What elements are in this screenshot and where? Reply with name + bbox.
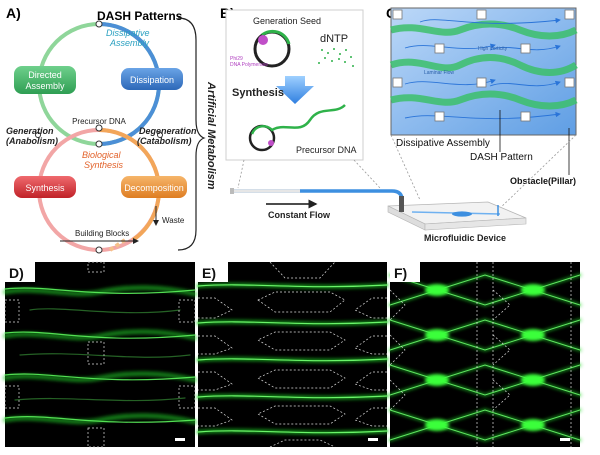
tube-end (230, 188, 234, 194)
dash-patterns-title: DASH Patterns (97, 9, 183, 23)
cycle-node (35, 132, 41, 138)
tube-blue (230, 189, 404, 210)
precursor-dna-label: Precursor DNA (72, 117, 126, 126)
device-inlet (399, 196, 404, 212)
dissipative-assembly-l2: Assembly (109, 38, 150, 48)
e-filaments (195, 282, 390, 435)
inset-guide-lines (237, 159, 381, 189)
panel-b: B) Generation Seed Phi29 DNA Polymerase … (220, 5, 404, 220)
biological-synthesis-l1: Biological (82, 150, 122, 160)
generation-l1: Generation (6, 126, 54, 136)
seed-strand (261, 29, 291, 45)
cycle-node (95, 20, 103, 28)
panel-c: C) High Vorticity Laminar Flow Dissipati… (386, 5, 578, 243)
e-pillar-outlines (198, 261, 387, 448)
waste-label: Waste (162, 216, 185, 225)
micrograph-f (390, 262, 580, 447)
cycle-node (95, 246, 103, 254)
degeneration-l1: Degeneration (139, 126, 197, 136)
directed-assembly-box (14, 66, 76, 94)
d-pillar-outlines (4, 261, 196, 448)
d-filaments (2, 285, 198, 425)
artificial-metabolism-brace (177, 17, 206, 251)
orange-dashed-tail (108, 238, 127, 252)
product-polymerase (268, 140, 274, 146)
generation-l2: (Anabolism) (6, 136, 58, 146)
dntp-dots (318, 48, 354, 67)
generation-seed-label: Generation Seed (253, 16, 321, 26)
cycle-node (95, 140, 103, 148)
dash-pattern-label: DASH Pattern (470, 152, 533, 163)
panel-a: A) DASH Patterns Dissipative Assembly Di… (6, 5, 217, 254)
f-filaments (388, 273, 582, 442)
d-scale-bar (175, 438, 185, 441)
decomposition-label: Decomposition (124, 183, 184, 193)
panel-d-label: D) (9, 265, 24, 281)
e-label-bg (198, 262, 228, 282)
building-blocks-label: Building Blocks (75, 229, 129, 238)
dissipative-assembly-label-c: Dissipative Assembly (396, 138, 490, 149)
pillars (392, 9, 575, 122)
degeneration-l2: (Catabolism) (137, 136, 192, 146)
directed-assembly-l2: Assembly (25, 81, 65, 91)
synthesis-label: Synthesis (25, 183, 65, 193)
laminar-flow-label: Laminar Flow (424, 70, 454, 76)
panel-e-label: E) (202, 265, 216, 281)
panel-f: F) (388, 262, 582, 447)
high-vorticity-label: High Vorticity (478, 46, 508, 52)
f-scale-bar (560, 438, 570, 441)
synthesis-label-b: Synthesis (232, 87, 284, 99)
f-pillar-outlines (389, 262, 572, 447)
cycle-node (95, 124, 103, 132)
dissipation-box (121, 68, 183, 90)
device-front (424, 217, 527, 231)
dissipative-assembly-l1: Dissipative (106, 28, 150, 38)
phi29-label: Phi29 (230, 56, 243, 62)
d-label-bg (5, 262, 35, 282)
panel-e: E) (195, 261, 390, 448)
cycle-node (157, 132, 163, 138)
microfluidic-device-label: Microfluidic Device (424, 233, 506, 243)
device-chamber (452, 211, 472, 217)
panel-f-label: F) (394, 265, 407, 281)
synthesis-box (14, 176, 76, 198)
constant-flow-label: Constant Flow (268, 210, 331, 220)
panel-d: D) (2, 261, 198, 448)
e-scale-bar (368, 438, 378, 441)
f-label-bg (390, 262, 420, 282)
f-junctions (425, 284, 545, 431)
directed-assembly-l1: Directed (28, 70, 62, 80)
dissipation-label: Dissipation (130, 75, 174, 85)
synthesis-arrow (276, 76, 314, 104)
dash-strands (389, 20, 578, 110)
artificial-metabolism-label: Artificial Metabolism (205, 81, 217, 190)
panel-a-label: A) (6, 5, 21, 21)
dna-polymerase-label: DNA Polymerase (230, 62, 268, 68)
micrograph-e (198, 262, 387, 447)
decomposition-box (121, 176, 187, 198)
biological-synthesis-l2: Synthesis (84, 160, 124, 170)
dntp-label: dNTP (320, 33, 348, 45)
flow-lines (404, 17, 561, 120)
polymerase-blob (258, 35, 268, 45)
obstacle-label: Obstacle(Pillar) (510, 176, 576, 186)
precursor-strand (250, 104, 346, 135)
device-guide-lines (390, 134, 577, 213)
precursor-dna-label-b: Precursor DNA (296, 145, 357, 155)
